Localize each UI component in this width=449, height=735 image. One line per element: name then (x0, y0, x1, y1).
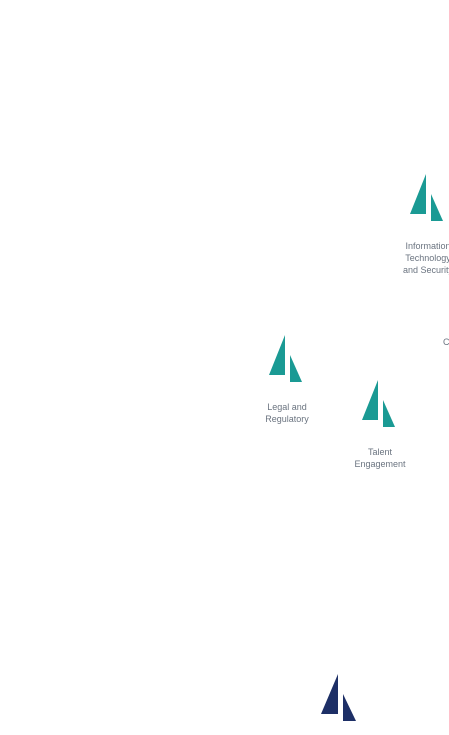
label-line: Talent (367, 447, 393, 457)
node-bottom-navy[interactable] (321, 674, 357, 722)
label-line: Regulatory (265, 414, 309, 424)
node-information-technology-security[interactable]: Information Technology and Security (383, 174, 449, 276)
node-talent-engagement[interactable]: Talent Engagement (335, 380, 425, 470)
node-legal-regulatory[interactable]: Legal and Regulatory (242, 335, 332, 425)
node-label: Information Technology and Security (383, 240, 449, 276)
sailboat-icon (362, 380, 395, 427)
sailboat-icon (410, 174, 443, 221)
label-line: and Security (402, 265, 449, 275)
label-line: Legal and (267, 402, 307, 412)
sailboat-icon (269, 335, 302, 382)
label-line: Technology (405, 253, 449, 263)
sailboat-icon (321, 674, 356, 721)
node-label: Legal and Regulatory (242, 401, 332, 425)
node-label: Talent Engagement (335, 446, 425, 470)
label-line: Engagement (354, 459, 406, 469)
label-line: Information (405, 241, 449, 251)
clipped-node-label: C (443, 337, 449, 347)
